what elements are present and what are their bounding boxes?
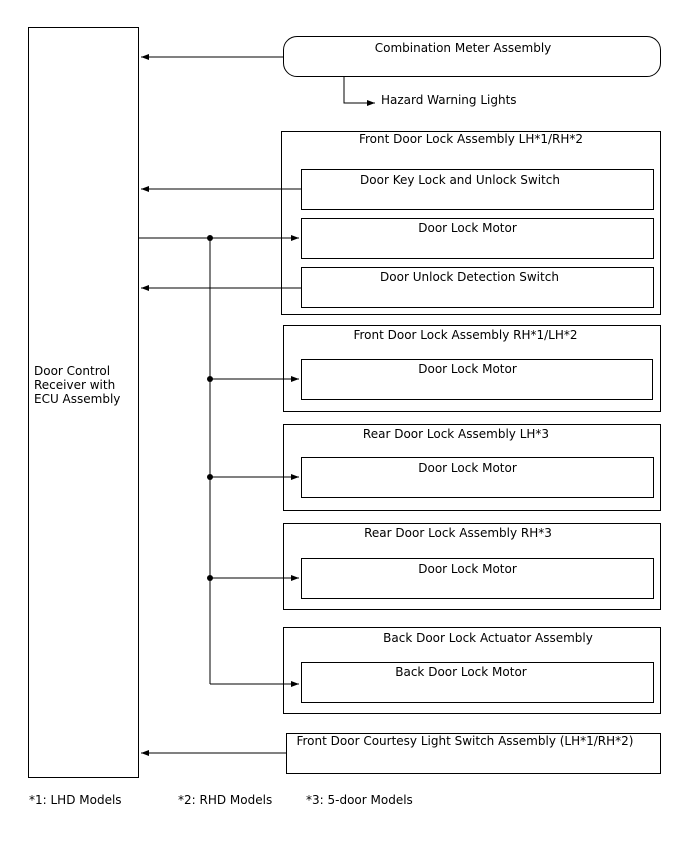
back-door-lock-motor-box — [301, 662, 654, 703]
back-door-lock-motor-label: Back Door Lock Motor — [395, 665, 527, 679]
note-rhd: *2: RHD Models — [178, 793, 273, 807]
front-lhrh-door-lock-motor-box — [301, 218, 654, 259]
combination-meter-box — [283, 36, 661, 77]
door-key-lock-switch-label: Door Key Lock and Unlock Switch — [360, 173, 560, 187]
rear-lh-door-lock-motor-label: Door Lock Motor — [418, 461, 517, 475]
door-key-lock-switch-box — [301, 169, 654, 210]
rear-door-lock-lh-title: Rear Door Lock Assembly LH*3 — [362, 427, 550, 441]
junction-dot — [207, 376, 213, 382]
note-lhd: *1: LHD Models — [29, 793, 122, 807]
rear-rh-door-lock-motor-label: Door Lock Motor — [418, 562, 517, 576]
courtesy-light-switch-label: Front Door Courtesy Light Switch Assembl… — [296, 734, 634, 748]
meter-to-hazard-line — [343, 77, 375, 106]
front-rhlh-door-lock-motor-label: Door Lock Motor — [418, 362, 517, 376]
door-unlock-detection-switch-box — [301, 267, 654, 308]
junction-dot — [207, 235, 213, 241]
junction-dot — [207, 575, 213, 581]
courtesy-light-switch-box — [286, 733, 661, 774]
combination-meter-label: Combination Meter Assembly — [374, 41, 552, 55]
back-door-lock-actuator-title: Back Door Lock Actuator Assembly — [383, 631, 593, 645]
rear-rh-door-lock-motor-box — [301, 558, 654, 599]
door-control-receiver-box — [28, 27, 139, 778]
rear-door-lock-rh-title: Rear Door Lock Assembly RH*3 — [364, 526, 552, 540]
junction-dot — [207, 474, 213, 480]
door-control-receiver-label: Door Control Receiver with ECU Assembly — [34, 364, 121, 406]
front-door-lock-rhlh-title: Front Door Lock Assembly RH*1/LH*2 — [353, 328, 578, 342]
front-door-lock-lhrh-title: Front Door Lock Assembly LH*1/RH*2 — [358, 132, 584, 146]
rear-lh-door-lock-motor-box — [301, 457, 654, 498]
note-5door: *3: 5-door Models — [306, 793, 413, 807]
hazard-warning-lights-label: Hazard Warning Lights — [381, 93, 517, 107]
front-lhrh-door-lock-motor-label: Door Lock Motor — [418, 221, 517, 235]
door-unlock-detection-switch-label: Door Unlock Detection Switch — [380, 270, 559, 284]
front-rhlh-door-lock-motor-box — [301, 359, 653, 400]
